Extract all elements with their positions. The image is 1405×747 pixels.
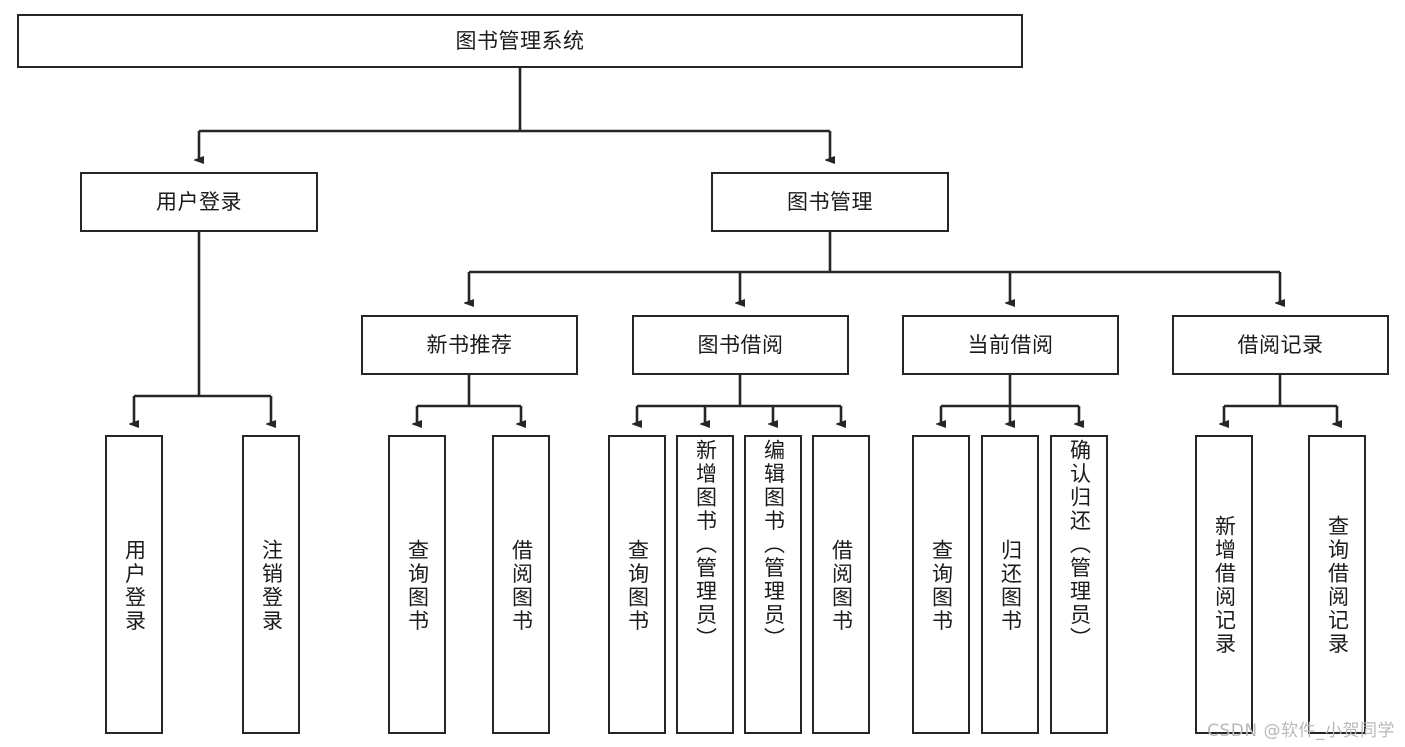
leaf-query-book-recommend[interactable]: 查询图书 xyxy=(388,435,446,734)
leaf-query-borrow-record[interactable]: 查询借阅记录 xyxy=(1308,435,1366,734)
node-label: 图书借阅 xyxy=(697,332,784,357)
node-label: 当前借阅 xyxy=(967,332,1054,357)
leaf-borrow-book-borrow[interactable]: 借阅图书 xyxy=(812,435,870,734)
node-label: 归还图书 xyxy=(998,538,1023,633)
leaf-query-book-current[interactable]: 查询图书 xyxy=(912,435,970,734)
node-label: 用户登录 xyxy=(122,538,147,633)
node-user-login[interactable]: 用户登录 xyxy=(80,172,318,232)
csdn-watermark: CSDN @软件_小贺同学 xyxy=(1207,721,1395,741)
node-root-book-management-system[interactable]: 图书管理系统 xyxy=(17,14,1023,68)
node-borrow-record[interactable]: 借阅记录 xyxy=(1172,315,1389,375)
node-label: 新书推荐 xyxy=(426,332,513,357)
node-label: 注销登录 xyxy=(259,538,284,633)
node-label: 确认归还（管理员） xyxy=(1067,439,1092,651)
leaf-return-book[interactable]: 归还图书 xyxy=(981,435,1039,734)
leaf-logout-login[interactable]: 注销登录 xyxy=(242,435,300,734)
node-label: 查询图书 xyxy=(625,538,650,633)
node-label: 查询图书 xyxy=(405,538,430,633)
leaf-user-login[interactable]: 用户登录 xyxy=(105,435,163,734)
node-label: 编辑图书（管理员） xyxy=(761,439,786,651)
node-label: 借阅图书 xyxy=(829,538,854,633)
leaf-add-borrow-record[interactable]: 新增借阅记录 xyxy=(1195,435,1253,734)
node-label: 图书管理 xyxy=(787,189,873,214)
node-label: 借阅记录 xyxy=(1237,332,1324,357)
leaf-confirm-return-admin[interactable]: 确认归还（管理员） xyxy=(1050,435,1108,734)
node-new-book-recommend[interactable]: 新书推荐 xyxy=(361,315,578,375)
node-label: 新增借阅记录 xyxy=(1212,515,1237,656)
node-label: 图书管理系统 xyxy=(455,28,585,53)
leaf-borrow-book-recommend[interactable]: 借阅图书 xyxy=(492,435,550,734)
node-label: 新增图书（管理员） xyxy=(693,439,718,651)
node-label: 用户登录 xyxy=(156,189,242,214)
node-book-management[interactable]: 图书管理 xyxy=(711,172,949,232)
leaf-query-book-borrow[interactable]: 查询图书 xyxy=(608,435,666,734)
node-book-borrow[interactable]: 图书借阅 xyxy=(632,315,849,375)
node-label: 查询借阅记录 xyxy=(1325,515,1350,656)
node-current-borrow[interactable]: 当前借阅 xyxy=(902,315,1119,375)
node-label: 借阅图书 xyxy=(509,538,534,633)
node-label: 查询图书 xyxy=(929,538,954,633)
leaf-edit-book-admin[interactable]: 编辑图书（管理员） xyxy=(744,435,802,734)
leaf-add-book-admin[interactable]: 新增图书（管理员） xyxy=(676,435,734,734)
